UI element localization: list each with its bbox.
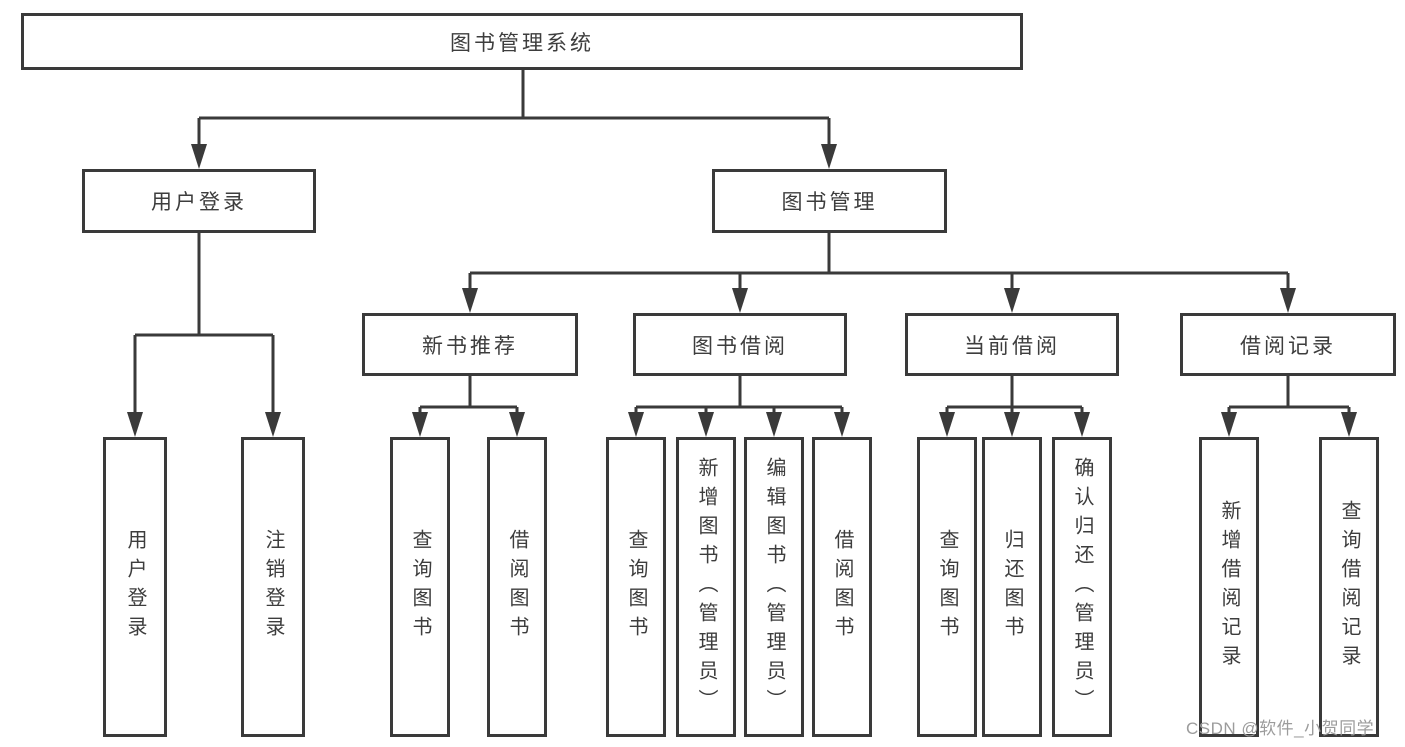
leaf-query-borrow-record: 查询借阅记录 [1319,437,1379,737]
csdn-watermark: CSDN @软件_小贺同学 [1186,719,1375,738]
node-book-borrow: 图书借阅 [633,313,847,376]
leaf-borrow-books: 借阅图书 [812,437,872,737]
leaf-add-borrow-record: 新增借阅记录 [1199,437,1259,737]
leaf-user-login: 用户登录 [103,437,167,737]
node-current-borrow: 当前借阅 [905,313,1119,376]
leaf-confirm-return-admin: 确认归还（管理员） [1052,437,1112,737]
node-book-management: 图书管理 [712,169,947,233]
node-borrow-records: 借阅记录 [1180,313,1396,376]
leaf-edit-book-admin: 编辑图书（管理员） [744,437,804,737]
leaf-add-book-admin: 新增图书（管理员） [676,437,736,737]
leaf-logout: 注销登录 [241,437,305,737]
leaf-query-books-borrow: 查询图书 [606,437,666,737]
leaf-query-books-current: 查询图书 [917,437,977,737]
leaf-return-books: 归还图书 [982,437,1042,737]
node-user-login: 用户登录 [82,169,316,233]
node-new-book-recommend: 新书推荐 [362,313,578,376]
leaf-query-books-recommend: 查询图书 [390,437,450,737]
leaf-borrow-books-recommend: 借阅图书 [487,437,547,737]
node-root: 图书管理系统 [21,13,1023,70]
